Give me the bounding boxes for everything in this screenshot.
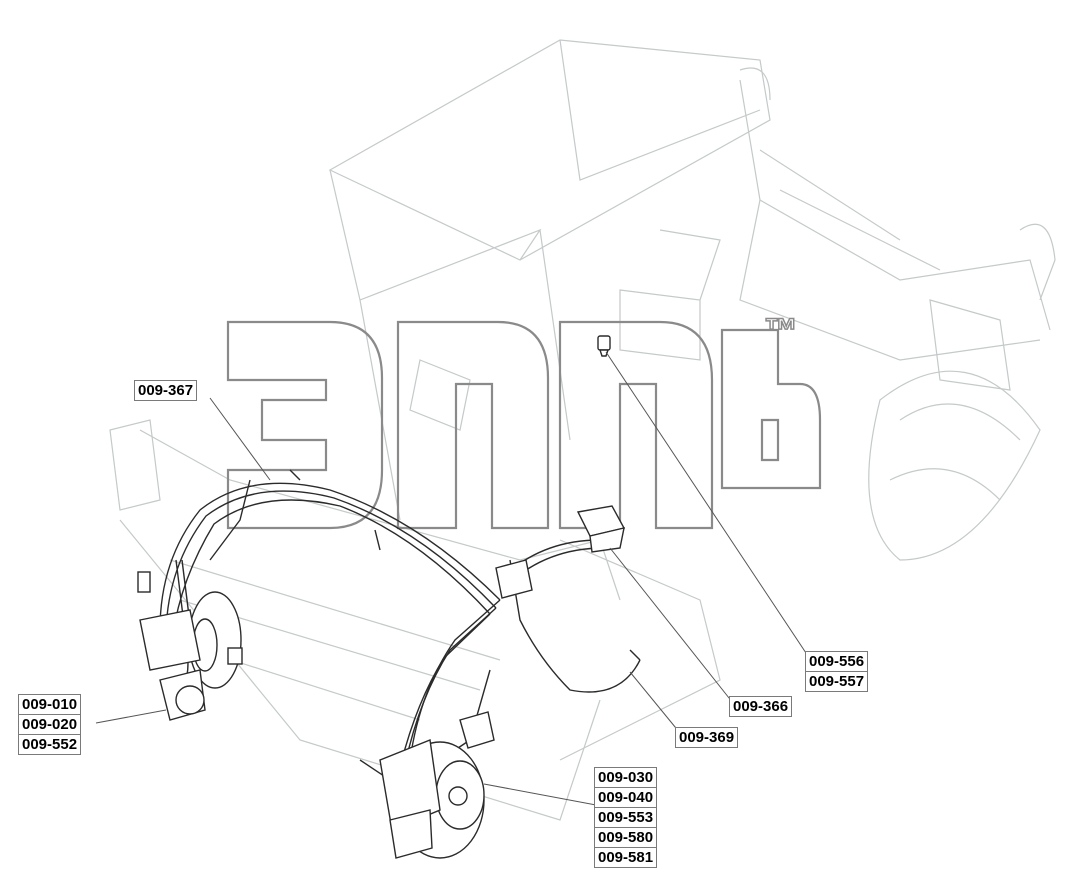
callout-label: 009-030 — [594, 767, 658, 788]
callout-group-right: 009-556 009-557 — [805, 651, 869, 692]
callout-label: 009-580 — [594, 827, 658, 848]
callout-009-366: 009-366 — [729, 696, 793, 717]
callout-label: 009-557 — [805, 671, 869, 692]
watermark-logo — [226, 320, 822, 530]
callout-label: 009-010 — [18, 694, 82, 715]
callout-label: 009-020 — [18, 714, 82, 735]
trademark-symbol: ™ — [763, 311, 799, 351]
callout-label: 009-553 — [594, 807, 658, 828]
brake-disc-icon — [379, 711, 495, 859]
callout-label: 009-556 — [805, 651, 869, 672]
callout-group-bottom: 009-030 009-040 009-553 009-580 009-581 — [594, 767, 658, 868]
callout-009-369: 009-369 — [675, 727, 739, 748]
callout-group-left: 009-010 009-020 009-552 — [18, 694, 82, 755]
valve-block-icon — [495, 505, 626, 599]
callout-label: 009-552 — [18, 734, 82, 755]
callout-label: 009-581 — [594, 847, 658, 868]
leader-lines — [95, 351, 809, 806]
brake-caliper-icon — [137, 571, 243, 721]
callout-label: 009-040 — [594, 787, 658, 808]
machine-outline-ghost — [109, 39, 1056, 821]
callout-009-367: 009-367 — [134, 380, 198, 401]
brake-lines — [159, 339, 641, 821]
pressure-sensor-icon — [597, 335, 611, 357]
